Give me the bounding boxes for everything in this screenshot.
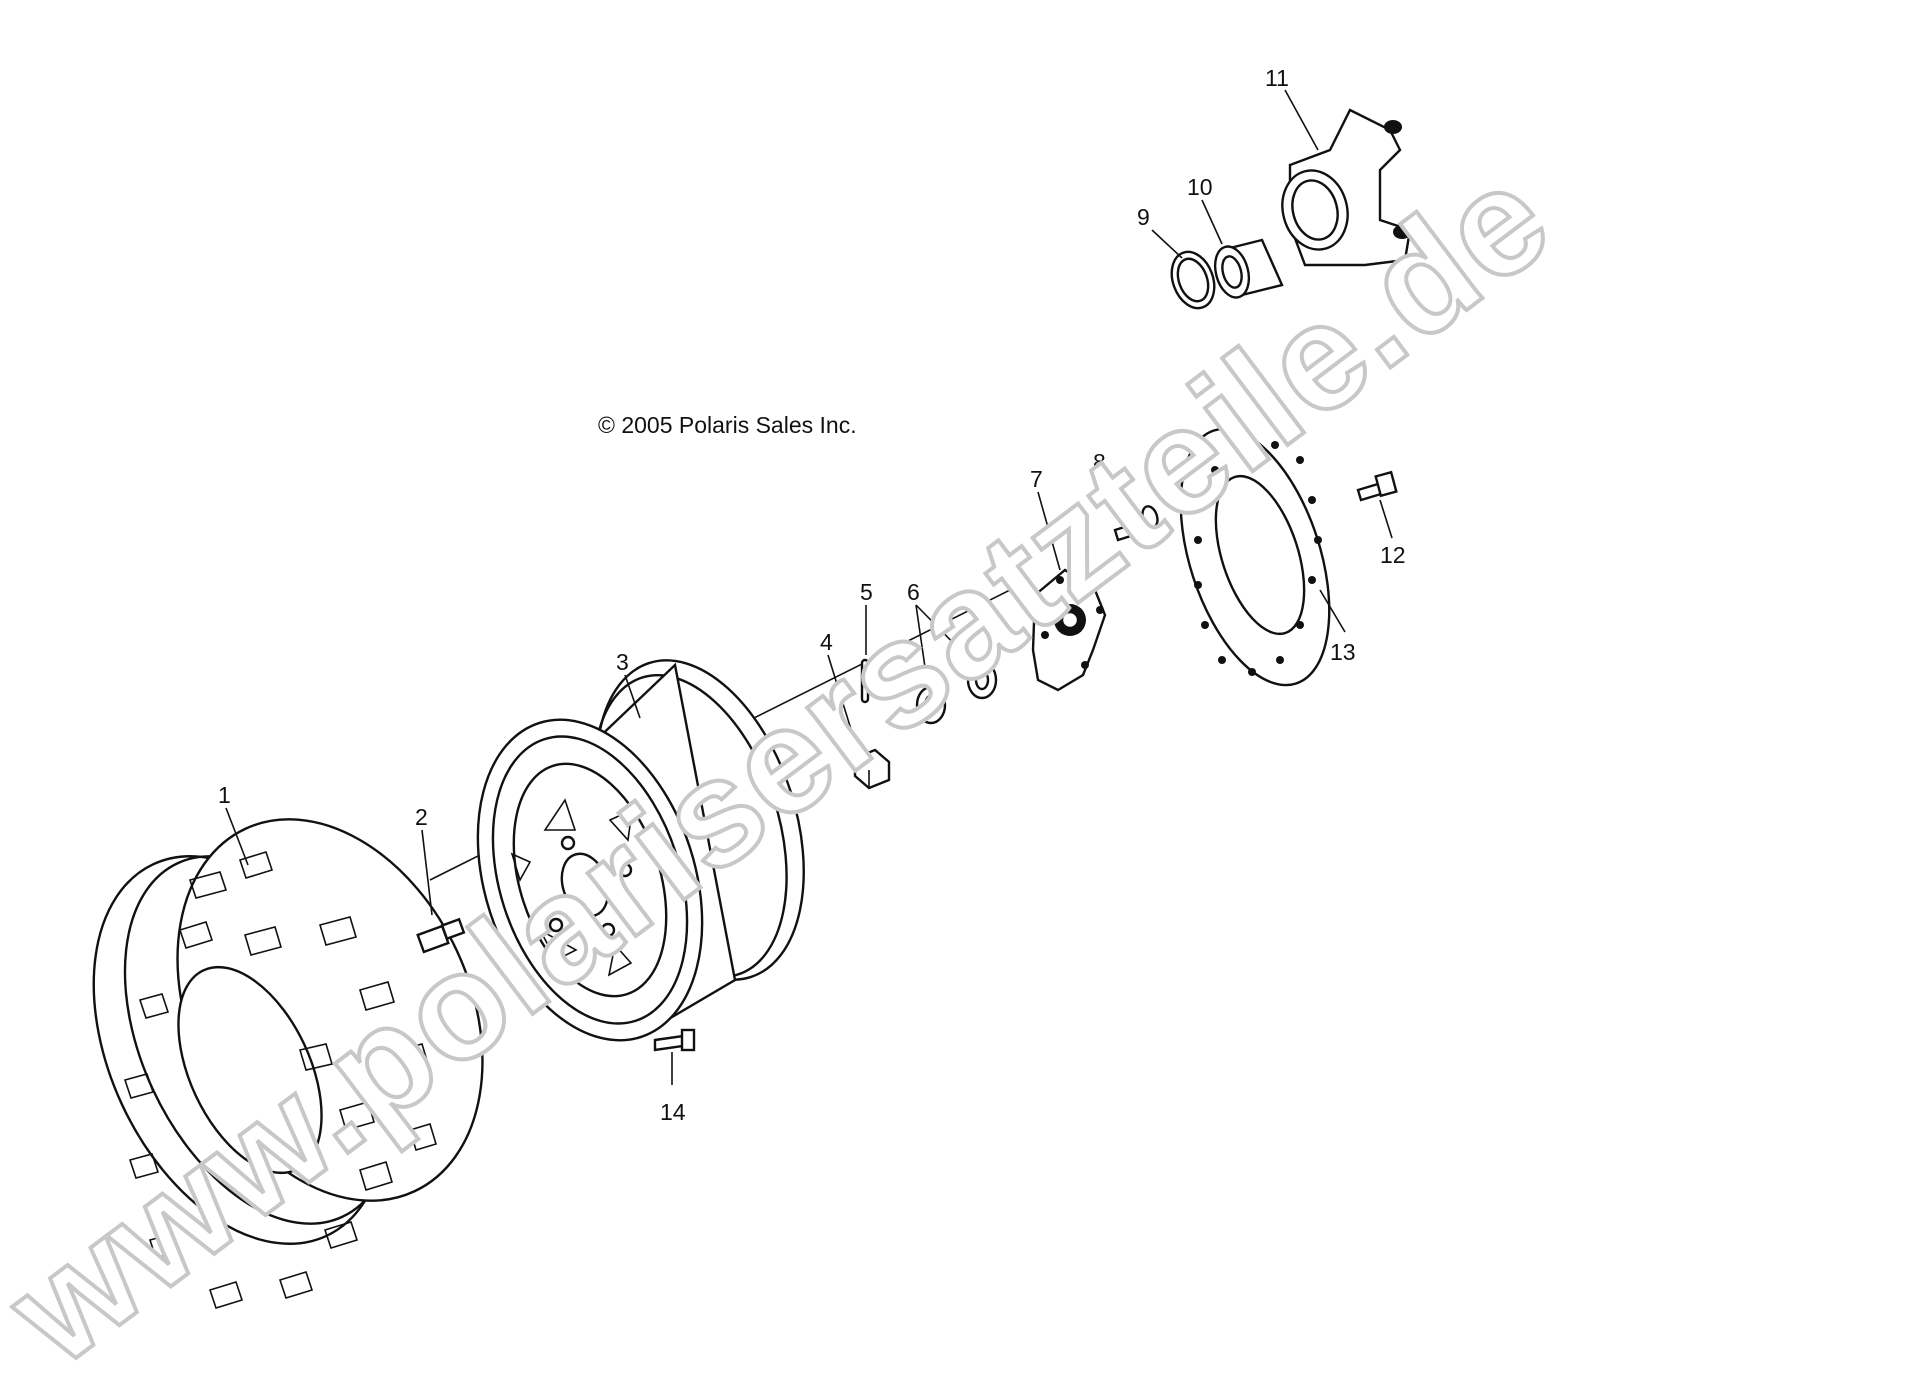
tire xyxy=(92,818,484,1309)
callout-6: 6 xyxy=(907,579,920,605)
watermark-text: www.polarisersatzteile.de xyxy=(0,131,1579,1378)
callout-10: 10 xyxy=(1187,174,1213,200)
caliper-bolt xyxy=(1356,470,1398,502)
valve-stem xyxy=(416,917,466,954)
callout-13: 13 xyxy=(1330,639,1356,665)
steering-knuckle xyxy=(1281,108,1412,267)
copyright-text: © 2005 Polaris Sales Inc. xyxy=(598,412,857,438)
callout-14: 14 xyxy=(660,1099,686,1125)
callout-3: 3 xyxy=(616,649,629,675)
callout-1: 1 xyxy=(218,782,231,808)
callout-9: 9 xyxy=(1137,204,1150,230)
callout-4: 4 xyxy=(820,629,833,655)
cotter-pin xyxy=(860,658,870,704)
bearing xyxy=(1213,238,1284,299)
leader-lines xyxy=(225,89,1393,1085)
rim-bolt xyxy=(653,1028,696,1052)
washers xyxy=(915,660,998,725)
wheel-hub xyxy=(1031,568,1107,692)
hub-bolt xyxy=(1113,505,1159,542)
castle-nut xyxy=(853,748,891,790)
callout-8: 8 xyxy=(1093,449,1106,475)
callout-5: 5 xyxy=(860,579,873,605)
brake-disc xyxy=(1179,427,1331,687)
callout-11: 11 xyxy=(1265,65,1289,91)
callout-labels: 1 2 3 4 5 6 7 8 9 10 11 12 13 14 xyxy=(218,65,1406,1125)
snap-ring xyxy=(1170,250,1216,310)
callout-7: 7 xyxy=(1030,466,1043,492)
wheel-rim xyxy=(476,659,805,1042)
callout-2: 2 xyxy=(415,804,428,830)
callout-12: 12 xyxy=(1380,542,1406,568)
